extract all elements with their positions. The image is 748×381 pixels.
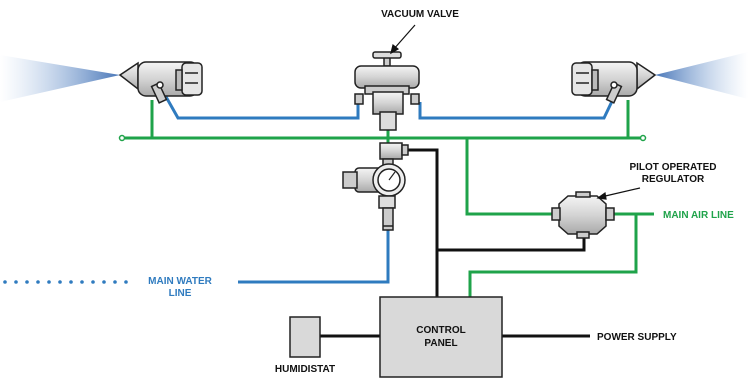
right-spray-nozzle <box>571 61 657 104</box>
vacuum-valve-label: VACUUM VALVE <box>381 9 459 20</box>
pilot-regulator-label-line2: REGULATOR <box>642 174 705 185</box>
pilot-operated-regulator <box>551 191 615 239</box>
power-supply-label: POWER SUPPLY <box>597 332 677 343</box>
right-spray-mist <box>655 52 748 99</box>
vacuum-valve-pointer <box>390 24 416 55</box>
main-air-line-label: MAIN AIR LINE <box>663 210 734 221</box>
vacuum-valve <box>354 51 420 131</box>
main-water-line-label-line1: MAIN WATER <box>148 276 212 287</box>
water-supply-dots <box>3 280 128 284</box>
control-panel <box>379 296 503 378</box>
pilot-regulator-label-line1: PILOT OPERATED <box>629 162 716 173</box>
humidistat <box>289 316 321 358</box>
left-spray-mist <box>0 55 120 102</box>
control-panel-label-line2: PANEL <box>424 338 457 349</box>
water-lines <box>163 94 617 284</box>
humidistat-label: HUMIDISTAT <box>275 364 335 375</box>
control-panel-label-line1: CONTROL <box>416 325 465 336</box>
water-valve-gauge <box>342 142 409 231</box>
air-lines <box>122 100 654 297</box>
left-spray-nozzle <box>118 61 203 104</box>
main-water-line-label-line2: LINE <box>169 288 192 299</box>
regulator-pointer <box>596 187 641 200</box>
